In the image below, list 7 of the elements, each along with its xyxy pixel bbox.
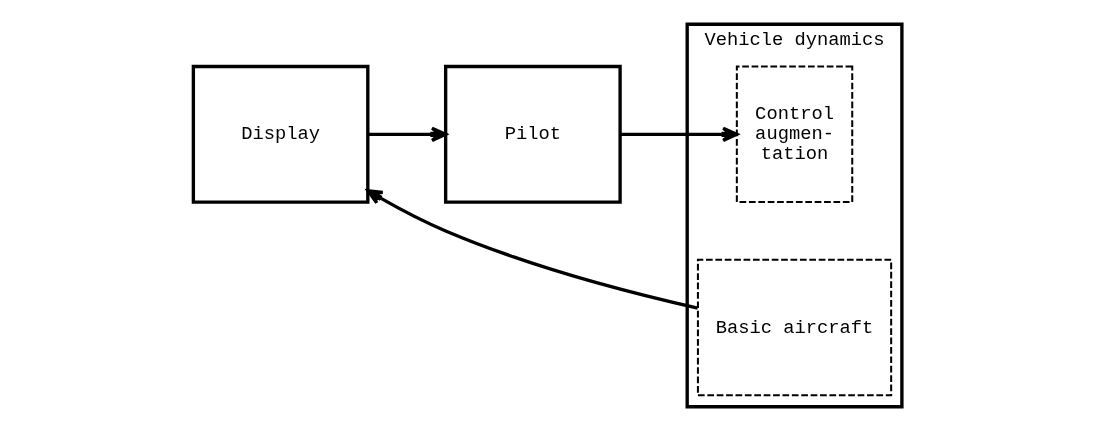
node-box: Control augmen- tation — [735, 65, 854, 204]
node-box: Display — [191, 64, 370, 204]
node-box: Pilot — [443, 64, 622, 204]
node-box: Basic aircraft — [696, 258, 893, 397]
arrow — [366, 189, 698, 310]
arrow — [620, 126, 739, 143]
arrow — [367, 126, 448, 143]
